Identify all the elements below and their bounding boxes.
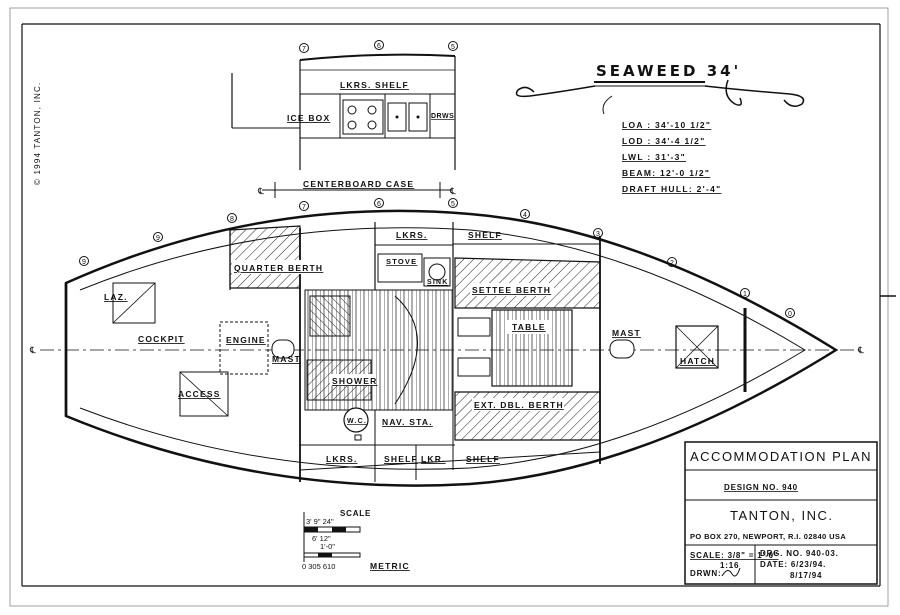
spec-list: LOA : 34'-10 1/2" LOD : 34'-4 1/2" LWL :… (622, 120, 721, 194)
scale-bar-mid2: 1'-0" (320, 542, 335, 551)
boat-title-cartouche: SEAWEED 34' (515, 62, 805, 115)
drawn-signature (721, 567, 741, 577)
access-label: ACCESS (178, 389, 221, 399)
mast-aft-label: MAST (272, 354, 301, 364)
copyright-text: © 1994 TANTON, INC. (33, 82, 42, 185)
lockers-bottom-label: LKRS. (326, 454, 358, 464)
svg-text:2: 2 (670, 260, 674, 267)
svg-text:3: 3 (596, 231, 600, 238)
drawers-label: DRWS (431, 113, 454, 120)
quarter-berth-label: QUARTER BERTH (234, 263, 323, 273)
table-label: TABLE (512, 322, 546, 332)
svg-text:9: 9 (156, 235, 160, 242)
svg-text:6: 6 (377, 201, 381, 208)
svg-text:8: 8 (230, 216, 234, 223)
svg-text:9: 9 (82, 259, 86, 266)
galley-section-view: LKRS. SHELF ICE BOX DRWS 7 6 5 CENTERBOA… (231, 40, 458, 198)
svg-text:4: 4 (523, 212, 527, 219)
ice-box-label: ICE BOX (287, 113, 330, 123)
drawing-number: DRG. NO. 940-03. (760, 549, 839, 558)
spec-loa: LOA : 34'-10 1/2" (622, 120, 711, 130)
scale-bar: SCALE 3' 9" 24" 6' 12" 1'-0" 0 305 610 M… (302, 509, 410, 571)
svg-text:7: 7 (302, 204, 306, 211)
station-markers: 9 9 8 7 6 5 4 3 2 1 0 (79, 198, 795, 318)
company-name: TANTON, INC. (730, 508, 833, 523)
svg-text:℄: ℄ (857, 345, 864, 355)
svg-text:5: 5 (451, 201, 455, 208)
spec-lwl: LWL : 31'-3" (622, 152, 686, 162)
shelf-bottom-2-label: SHELF (466, 454, 500, 464)
drawn-by-label: DRWN: (690, 569, 721, 578)
svg-text:7: 7 (302, 46, 306, 53)
scale-text: SCALE: 3/8" = 1'-0" (690, 551, 779, 560)
locker-bottom-label: LKR. (421, 454, 446, 464)
spec-lod: LOD : 34'-4 1/2" (622, 136, 706, 146)
svg-text:6: 6 (377, 43, 381, 50)
svg-text:℄: ℄ (449, 186, 456, 196)
nav-station-label: NAV. STA. (382, 417, 433, 427)
mast-forward-label: MAST (612, 328, 641, 338)
outer-paper-edge (9, 7, 889, 607)
hatch-label: HATCH (680, 356, 715, 366)
galley-lockers-label: LKRS. (396, 230, 428, 240)
scale-bar-metric-label: METRIC (370, 561, 410, 571)
company-address: PO BOX 270, NEWPORT, R.I. 02840 USA (690, 532, 846, 541)
title-block: ACCOMMODATION PLAN DESIGN NO. 940 TANTON… (684, 441, 878, 585)
scale-bar-mid1: 6' 12" (312, 534, 331, 543)
drawing-date: DATE: 6/23/94. (760, 560, 826, 569)
shelf-bottom-1-label: SHELF (384, 454, 418, 464)
scale-bar-metric-values: 0 305 610 (302, 562, 335, 571)
svg-text:℄: ℄ (257, 186, 264, 196)
lazarette-label: LAZ. (104, 292, 128, 302)
cockpit-label: COCKPIT (138, 334, 185, 344)
svg-text:1: 1 (743, 291, 747, 298)
plan-title: ACCOMMODATION PLAN (690, 449, 872, 464)
svg-text:0: 0 (788, 311, 792, 318)
svg-text:5: 5 (451, 44, 455, 51)
scale-bar-title: SCALE (340, 509, 371, 518)
shower-label: SHOWER (332, 376, 377, 386)
drawing-revision-date: 8/17/94 (790, 571, 822, 580)
centerboard-case-label: CENTERBOARD CASE (303, 179, 414, 189)
shelf-top-label: SHELF (468, 230, 502, 240)
engine-label: ENGINE (226, 335, 266, 345)
wc-label: W.C. (347, 418, 367, 425)
ext-double-berth-label: EXT. DBL. BERTH (474, 400, 564, 410)
settee-berth-label: SETTEE BERTH (472, 285, 551, 295)
spec-draft: DRAFT HULL: 2'-4" (622, 184, 721, 194)
boat-name: SEAWEED 34' (596, 62, 741, 80)
hull-plan: ℄ ℄ QUARTER BERTH LAZ. COCKPIT ENGINE AC… (29, 198, 864, 487)
svg-text:℄: ℄ (29, 345, 36, 355)
scale-ratio: 1:16 (720, 561, 739, 570)
section-lockers-shelf-label: LKRS. SHELF (340, 80, 409, 90)
stove-label: STOVE (386, 257, 417, 266)
design-number: DESIGN NO. 940 (724, 483, 798, 492)
scale-bar-top-labels: 3' 9" 24" (306, 517, 334, 526)
spec-beam: BEAM: 12'-0 1/2" (622, 168, 710, 178)
sink-label: SINK (427, 279, 449, 286)
